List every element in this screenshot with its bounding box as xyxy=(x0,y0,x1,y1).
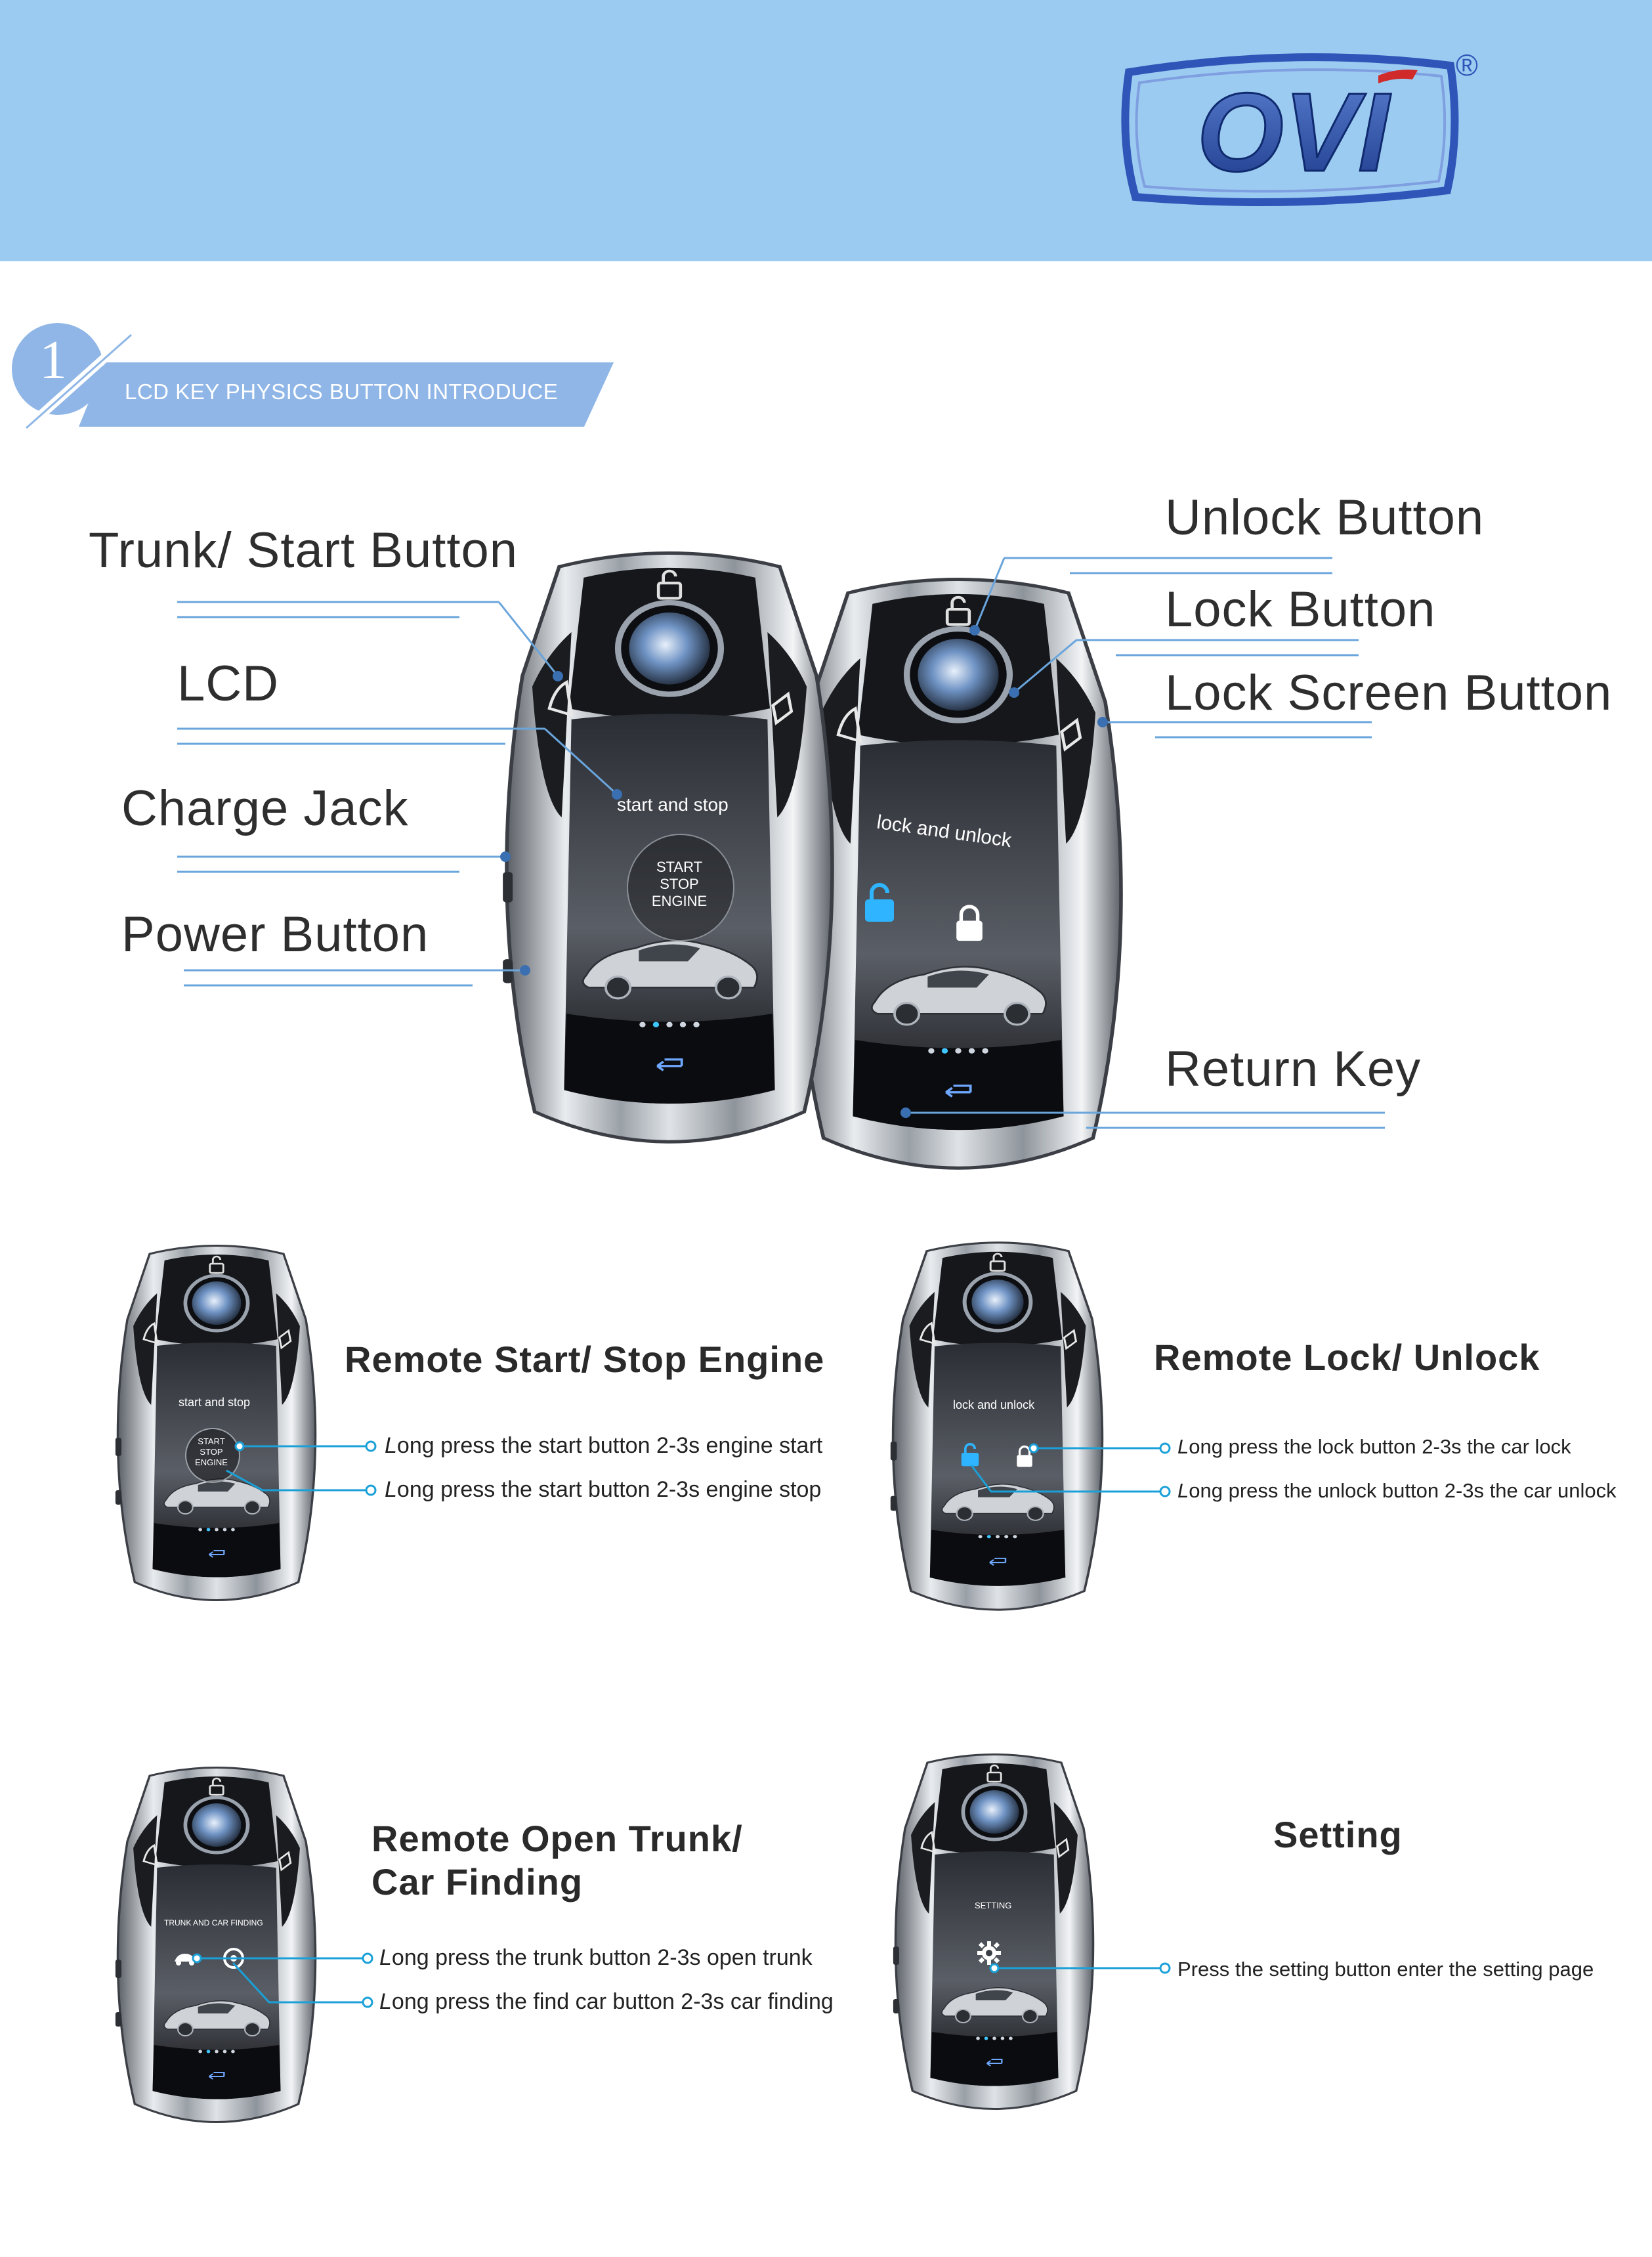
desc-rest: ong press the unlock button 2-3s the car… xyxy=(1189,1479,1617,1502)
feature-desc-engine-start: Long press the start button 2-3s engine … xyxy=(385,1433,822,1459)
start-stop-engine-button[interactable] xyxy=(627,834,734,941)
label-lock-button: Lock Button xyxy=(1165,582,1436,637)
feature-title-start-stop: Remote Start/ Stop Engine xyxy=(345,1339,825,1380)
desc-first-letter: L xyxy=(379,1945,392,1970)
mini-lock-icon[interactable] xyxy=(1014,1444,1035,1469)
mini-engine-line-1: START xyxy=(198,1436,225,1446)
mini-engine-button[interactable] xyxy=(185,1428,240,1483)
brand-logo: OVI xyxy=(1121,53,1459,206)
label-trunk-start-button: Trunk/ Start Button xyxy=(89,523,519,578)
trunk-icon[interactable] xyxy=(172,1948,198,1967)
mini-screen-header-lock-unlock: lock and unlock xyxy=(953,1398,1035,1411)
mini-screen-header-setting: SETTING xyxy=(975,1901,1012,1910)
feature-desc-car-lock: Long press the lock button 2-3s the car … xyxy=(1177,1435,1571,1459)
desc-first-letter: L xyxy=(1177,1479,1189,1502)
key-fob-trunk xyxy=(105,1763,328,2130)
lock-icon[interactable] xyxy=(952,903,987,945)
find-car-icon[interactable] xyxy=(221,1945,247,1971)
feature-title-trunk: Remote Open Trunk/ Car Finding xyxy=(371,1817,743,1904)
mini-screen-header-start-stop: start and stop xyxy=(179,1396,251,1409)
desc-rest: ong press the trunk button 2-3s open tru… xyxy=(391,1945,813,1970)
label-power-button: Power Button xyxy=(121,907,429,962)
feature-title-setting: Setting xyxy=(1273,1814,1403,1855)
feature-desc-engine-stop: Long press the start button 2-3s engine … xyxy=(385,1477,821,1503)
registered-mark: ® xyxy=(1456,48,1478,82)
feature-desc-car-unlock: Long press the unlock button 2-3s the ca… xyxy=(1177,1479,1617,1503)
label-return-key: Return Key xyxy=(1165,1041,1422,1097)
section-number: 1 xyxy=(39,330,67,391)
mini-engine-label: START STOP ENGINE xyxy=(185,1436,238,1468)
logo-wordmark: OVI xyxy=(1197,70,1392,195)
section-title: LCD KEY PHYSICS BUTTON INTRODUCE xyxy=(125,379,559,404)
engine-line-3: ENGINE xyxy=(651,893,708,909)
label-charge-jack: Charge Jack xyxy=(121,781,409,836)
gear-icon[interactable] xyxy=(976,1940,1002,1966)
label-lock-screen-button: Lock Screen Button xyxy=(1165,665,1613,721)
section-badge xyxy=(12,323,614,432)
header-banner xyxy=(0,0,1652,261)
desc-first-letter: L xyxy=(385,1477,397,1502)
mini-unlock-icon[interactable] xyxy=(958,1441,982,1469)
feature-title-lock-unlock: Remote Lock/ Unlock xyxy=(1154,1337,1540,1378)
desc-rest: ong press the start button 2-3s engine s… xyxy=(396,1433,823,1458)
desc-first-letter: L xyxy=(385,1433,397,1458)
mini-engine-line-3: ENGINE xyxy=(195,1457,228,1467)
key-fob-setting xyxy=(883,1750,1106,2117)
mini-engine-line-2: STOP xyxy=(200,1447,223,1457)
feature-title-trunk-line-1: Remote Open Trunk/ xyxy=(371,1818,743,1859)
key-fob-start-stop xyxy=(105,1241,328,1608)
desc-rest: ong press the find car button 2-3s car f… xyxy=(391,1989,834,2014)
unlock-icon[interactable] xyxy=(860,880,899,926)
desc-first-letter: L xyxy=(1177,1435,1189,1458)
label-lcd: LCD xyxy=(177,656,280,712)
feature-desc-setting: Press the setting button enter the setti… xyxy=(1177,1958,1594,1981)
feature-desc-open-trunk: Long press the trunk button 2-3s open tr… xyxy=(379,1945,813,1971)
desc-rest: ong press the start button 2-3s engine s… xyxy=(396,1477,822,1502)
engine-line-2: STOP xyxy=(660,876,699,892)
feature-desc-car-finding: Long press the find car button 2-3s car … xyxy=(379,1989,834,2015)
key-fob-lock-unlock xyxy=(879,1237,1116,1618)
screen-header-start-stop: start and stop xyxy=(617,794,729,815)
engine-line-1: START xyxy=(656,859,703,875)
label-unlock-button: Unlock Button xyxy=(1165,490,1485,546)
desc-first-letter: L xyxy=(379,1989,392,2014)
desc-rest: Press the setting button enter the setti… xyxy=(1177,1958,1594,1981)
desc-rest: ong press the lock button 2-3s the car l… xyxy=(1189,1435,1571,1458)
mini-screen-header-trunk: TRUNK AND CAR FINDING xyxy=(164,1918,263,1927)
engine-button-label: START STOP ENGINE xyxy=(627,859,732,910)
feature-title-trunk-line-2: Car Finding xyxy=(371,1861,583,1902)
